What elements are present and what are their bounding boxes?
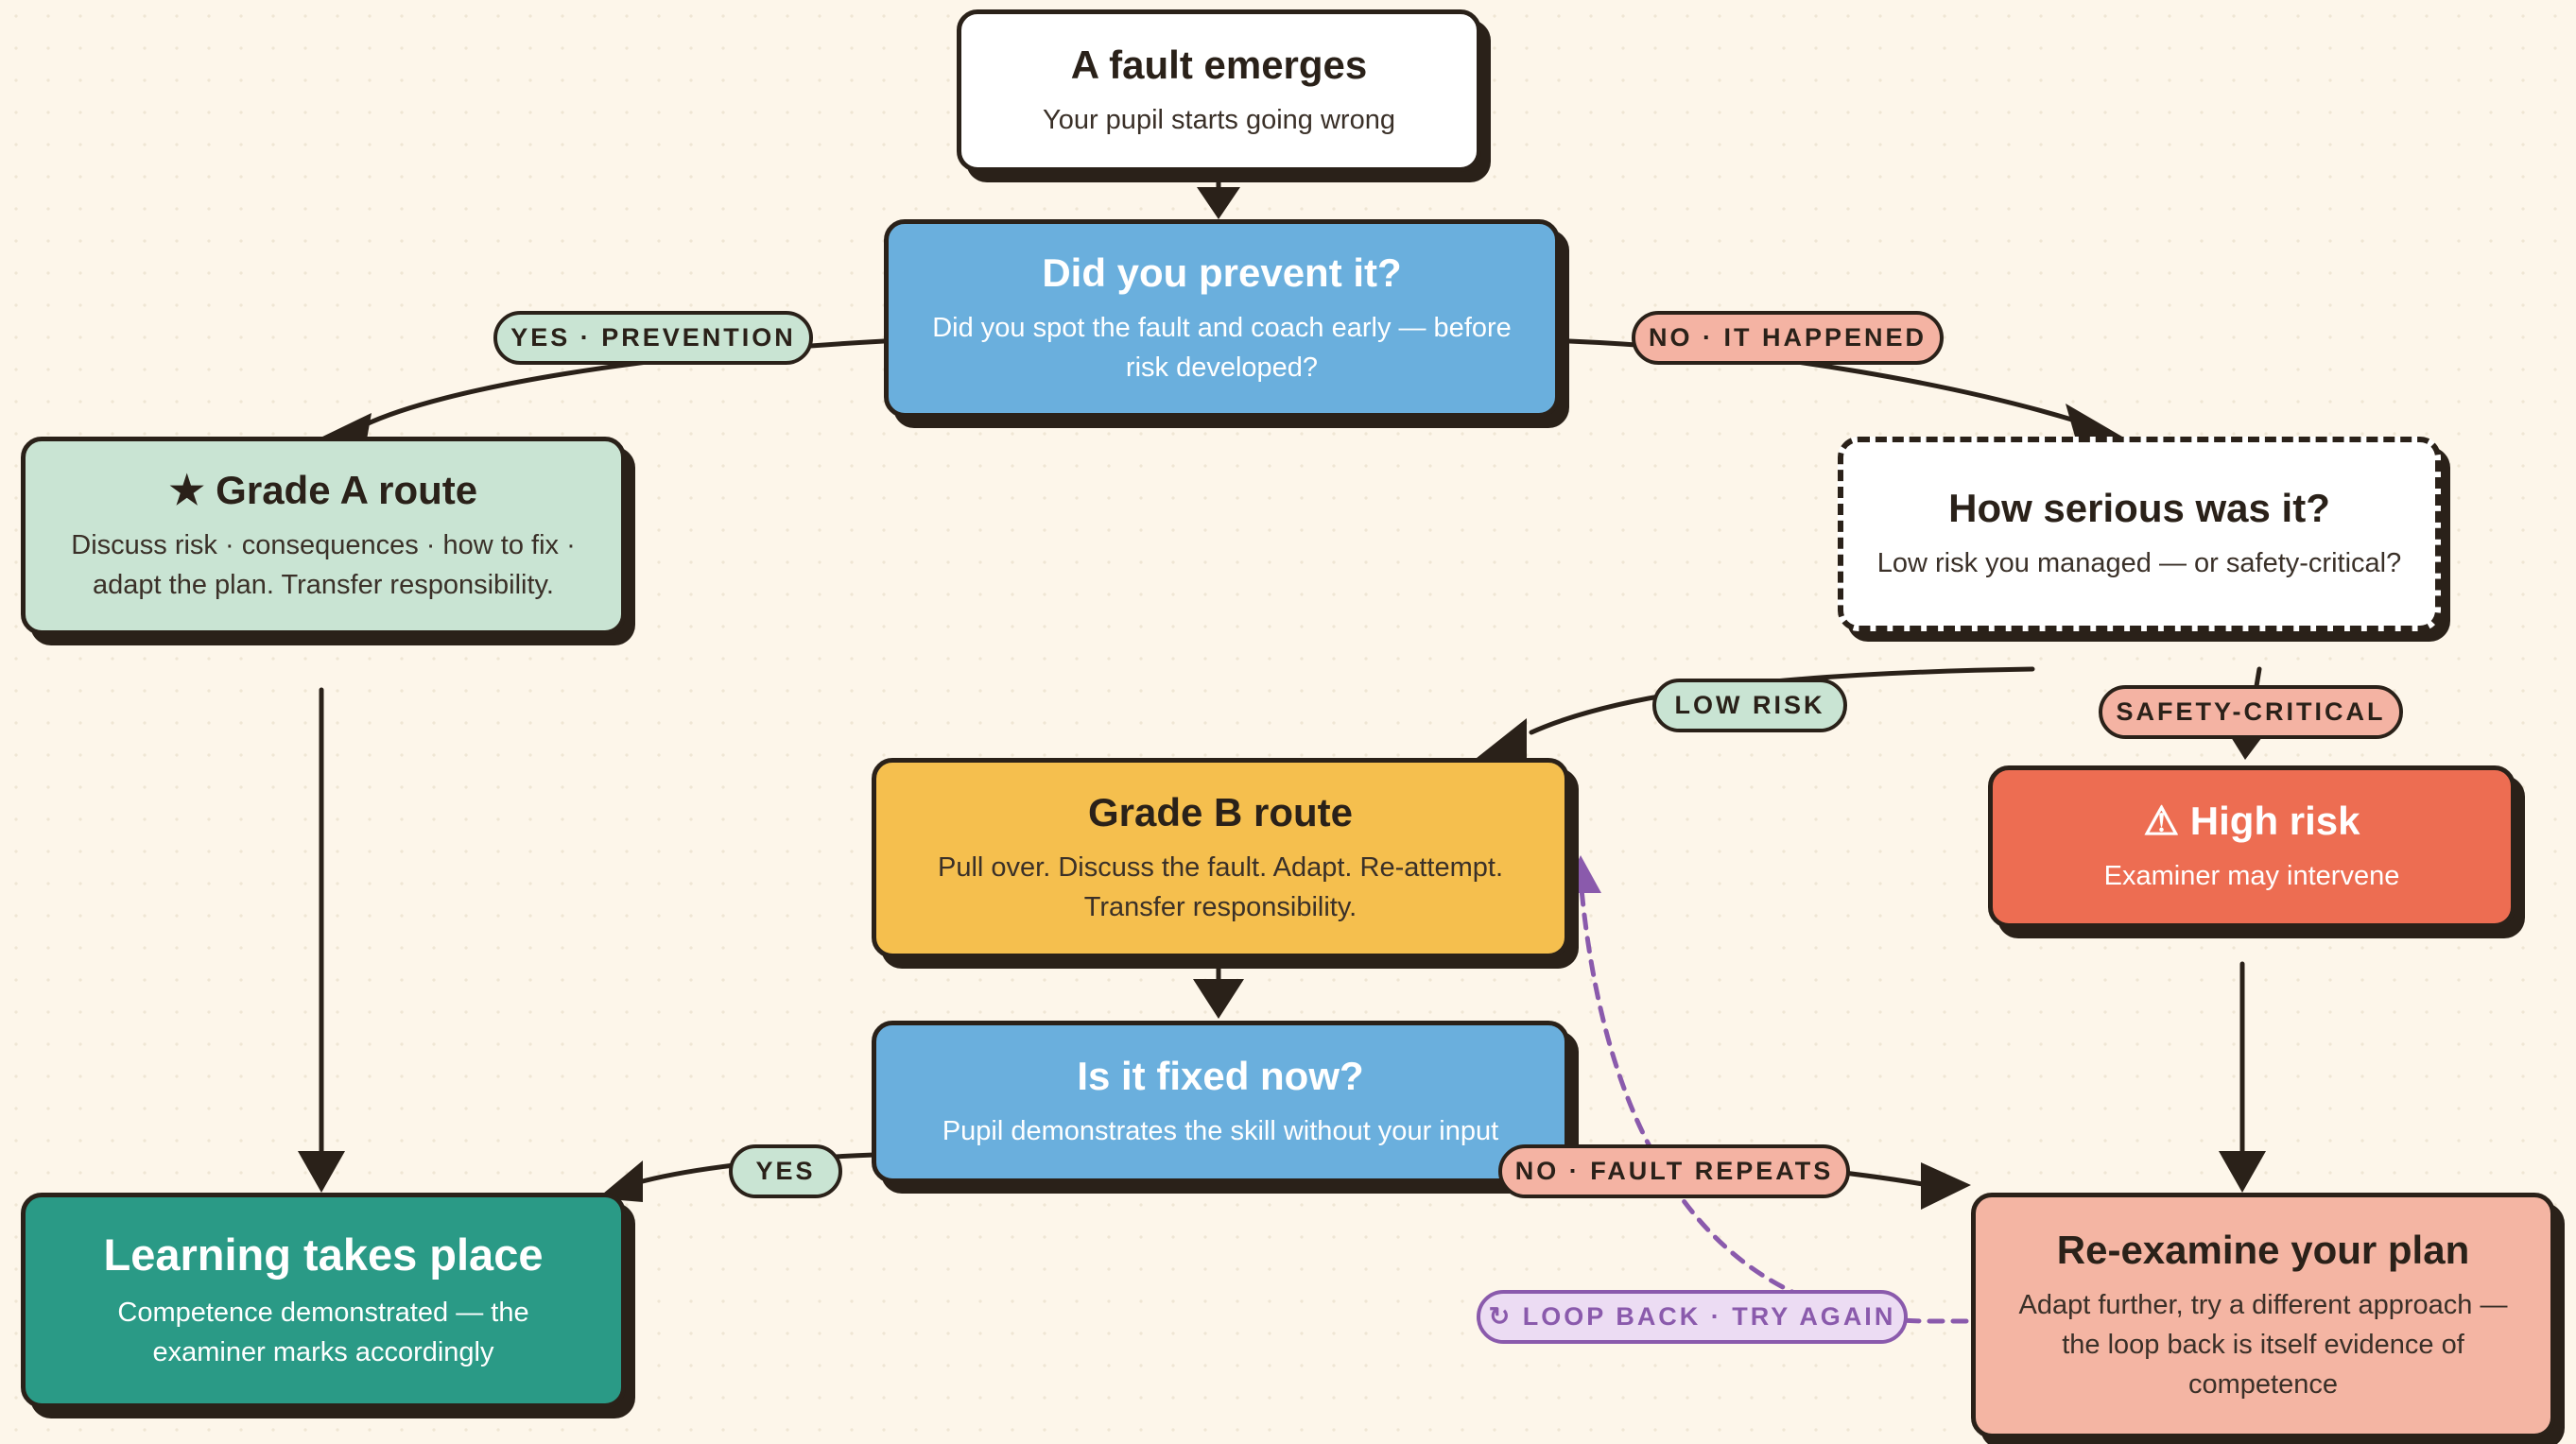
node-is-it-fixed-title: Is it fixed now? bbox=[1077, 1053, 1364, 1098]
node-grade-b-route-title: Grade B route bbox=[1087, 789, 1354, 834]
node-fault-emerges-title: A fault emerges bbox=[1070, 42, 1368, 87]
node-high-risk-title: ⚠ High risk bbox=[2143, 798, 2360, 843]
edge-label-loop-back: ↻ LOOP BACK · TRY AGAIN bbox=[1477, 1290, 1908, 1344]
node-is-it-fixed: Is it fixed now? Pupil demonstrates the … bbox=[872, 1021, 1569, 1183]
node-is-it-fixed-subtitle: Pupil demonstrates the skill without you… bbox=[942, 1116, 1499, 1147]
node-learning-takes-place-title: Learning takes place bbox=[103, 1229, 544, 1280]
node-re-examine-plan-title: Re-examine your plan bbox=[2056, 1227, 2470, 1272]
edge-loop-back bbox=[1578, 876, 1969, 1324]
node-learning-takes-place: Learning takes place Competence demonstr… bbox=[21, 1193, 626, 1408]
node-how-serious: How serious was it? Low risk you managed… bbox=[1838, 437, 2441, 631]
node-did-you-prevent-subtitle: Did you spot the fault and coach early —… bbox=[932, 313, 1512, 384]
arrowhead-prevent bbox=[1197, 187, 1240, 219]
arrowhead-high-risk bbox=[2231, 737, 2262, 760]
node-grade-a-route-title: ★ Grade A route bbox=[168, 467, 478, 512]
node-grade-b-route-subtitle: Pull over. Discuss the fault. Adapt. Re-… bbox=[937, 852, 1503, 923]
node-did-you-prevent-title: Did you prevent it? bbox=[1042, 249, 1402, 295]
node-how-serious-subtitle: Low risk you managed — or safety-critica… bbox=[1876, 548, 2402, 579]
arrowhead-loop-back bbox=[1563, 855, 1601, 893]
arrowhead-fixed bbox=[1193, 979, 1244, 1019]
edge-label-no-it-happened: NO · IT HAPPENED bbox=[1632, 311, 1944, 365]
node-grade-a-route-subtitle: Discuss risk · consequences · how to fix… bbox=[71, 530, 576, 601]
node-learning-takes-place-subtitle: Competence demonstrated — the examiner m… bbox=[117, 1298, 529, 1368]
arrowhead-learning-from-fixed bbox=[597, 1160, 643, 1202]
arrowhead-reexamine-from-fixed bbox=[1921, 1162, 1971, 1210]
arrowhead-reexamine-from-high bbox=[2219, 1151, 2266, 1193]
node-grade-a-route: ★ Grade A route Discuss risk · consequen… bbox=[21, 437, 626, 635]
edge-label-low-risk: LOW RISK bbox=[1652, 679, 1847, 732]
arrowhead-serious bbox=[2066, 404, 2122, 437]
node-fault-emerges-subtitle: Your pupil starts going wrong bbox=[1043, 105, 1395, 136]
node-high-risk-subtitle: Examiner may intervene bbox=[2103, 861, 2400, 892]
node-grade-b-route: Grade B route Pull over. Discuss the fau… bbox=[872, 758, 1569, 958]
node-how-serious-title: How serious was it? bbox=[1948, 485, 2330, 530]
edge-label-yes: YES bbox=[729, 1144, 842, 1198]
node-did-you-prevent: Did you prevent it? Did you spot the fau… bbox=[884, 219, 1560, 418]
node-high-risk: ⚠ High risk Examiner may intervene bbox=[1988, 765, 2515, 928]
node-re-examine-plan: Re-examine your plan Adapt further, try … bbox=[1971, 1193, 2555, 1438]
arrowhead-grade-a bbox=[317, 413, 372, 439]
edge-label-no-fault-repeats: NO · FAULT REPEATS bbox=[1498, 1144, 1850, 1198]
node-re-examine-plan-subtitle: Adapt further, try a different approach … bbox=[2018, 1290, 2508, 1401]
arrowhead-learning-from-a bbox=[298, 1151, 345, 1193]
node-fault-emerges: A fault emerges Your pupil starts going … bbox=[957, 9, 1481, 172]
arrowhead-grade-b bbox=[1472, 718, 1527, 762]
edge-label-safety-critical: SAFETY-CRITICAL bbox=[2099, 685, 2403, 739]
edge-label-yes-prevention: YES · PREVENTION bbox=[493, 311, 813, 365]
